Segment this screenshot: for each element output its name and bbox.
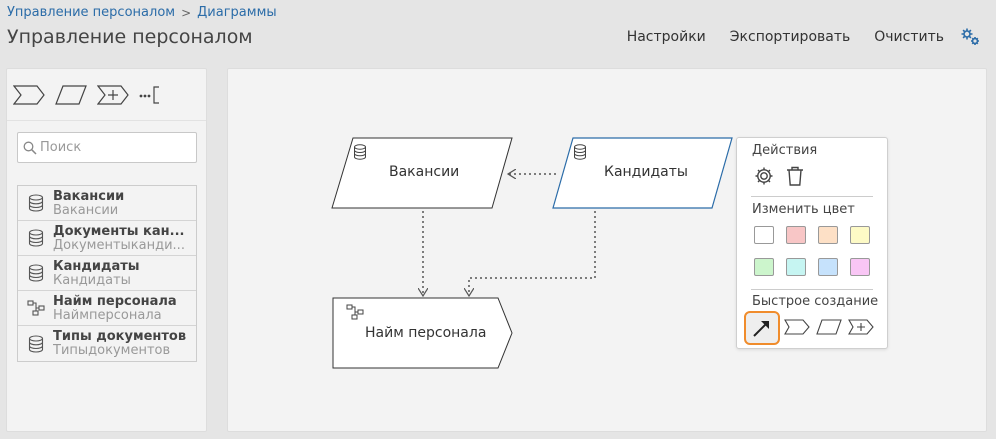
list-item-vacancies[interactable]: Вакансии Вакансии — [18, 186, 196, 221]
breadcrumb-separator: > — [181, 5, 192, 20]
breadcrumb-item-hr[interactable]: Управление персоналом — [7, 5, 176, 20]
list-item-name: Найм персонала — [53, 293, 177, 309]
color-swatch-green[interactable] — [754, 258, 774, 276]
color-swatch-cyan[interactable] — [786, 258, 806, 276]
list-item-sub: Документыканди... — [53, 238, 185, 253]
quick-create-chevron-plus-icon[interactable] — [848, 319, 874, 335]
search-icon — [23, 141, 37, 155]
node-vacancies-label[interactable]: Вакансии — [389, 164, 460, 180]
quick-create-parallelogram-icon[interactable] — [816, 319, 842, 335]
database-icon — [26, 334, 46, 353]
clear-button[interactable]: Очистить — [874, 29, 944, 45]
database-icon — [26, 194, 46, 212]
page-title: Управление персоналом — [7, 26, 253, 48]
node-candidates-label[interactable]: Кандидаты — [604, 164, 688, 180]
quick-create-connector-button[interactable] — [744, 311, 780, 345]
divider — [751, 289, 873, 290]
chevron-shape-icon[interactable] — [13, 84, 45, 105]
list-item-document-types[interactable]: Типы документов Типыдокументов — [18, 326, 196, 361]
gears-icon[interactable] — [960, 26, 982, 48]
database-icon — [353, 144, 367, 164]
node-hiring-shape — [332, 297, 513, 369]
color-swatch-white[interactable] — [754, 226, 774, 244]
list-item-text: Найм персонала Наймперсонала — [53, 294, 188, 323]
database-icon — [26, 264, 46, 282]
list-item-text: Типы документов Типыдокументов — [53, 329, 188, 358]
quick-create-title: Быстрое создание — [752, 294, 879, 309]
diagram-svg — [331, 137, 733, 369]
list-item-name: Документы кан... — [53, 223, 185, 239]
list-item-name: Кандидаты — [53, 258, 140, 274]
list-item-name: Вакансии — [53, 188, 125, 204]
chevron-plus-shape-icon[interactable] — [97, 84, 129, 105]
breadcrumb: Управление персоналом > Диаграммы — [7, 5, 277, 20]
quick-create-chevron-icon[interactable] — [784, 319, 810, 335]
sidebar: Поиск Вакансии Вакансии Документы кан...… — [6, 68, 207, 432]
list-item-name: Типы документов — [53, 329, 187, 344]
breadcrumb-item-diagrams[interactable]: Диаграммы — [197, 5, 277, 20]
list-item-hiring[interactable]: Найм персонала Наймперсонала — [18, 291, 196, 326]
color-swatch-orange[interactable] — [818, 226, 838, 244]
connector-candidates-hiring — [469, 211, 596, 296]
color-swatch-pink[interactable] — [850, 258, 870, 276]
color-swatch-red[interactable] — [786, 226, 806, 244]
change-color-title: Изменить цвет — [752, 202, 855, 217]
actions-panel: Действия Изменить цвет Быстрое создание — [736, 137, 888, 349]
divider — [751, 196, 873, 197]
list-item-sub: Наймперсонала — [53, 308, 162, 323]
color-swatch-yellow[interactable] — [850, 226, 870, 244]
export-button[interactable]: Экспортировать — [729, 29, 851, 45]
database-icon — [573, 144, 587, 164]
parallelogram-shape-icon[interactable] — [55, 84, 87, 105]
settings-gear-icon[interactable] — [753, 165, 775, 187]
node-candidates-shape — [552, 137, 733, 209]
process-icon — [26, 300, 46, 316]
node-vacancies-shape — [331, 137, 513, 209]
color-swatch-blue[interactable] — [818, 258, 838, 276]
shape-toolbar — [7, 69, 206, 121]
process-icon — [346, 304, 364, 324]
list-item-text: Вакансии Вакансии — [53, 189, 188, 218]
list-item-text: Документы кан... Документыканди... — [53, 224, 188, 253]
node-hiring-label[interactable]: Найм персонала — [365, 325, 487, 341]
entity-list: Вакансии Вакансии Документы кан... Докум… — [17, 185, 197, 362]
actions-title: Действия — [752, 143, 818, 158]
list-item-sub: Кандидаты — [53, 273, 131, 288]
search-input[interactable]: Поиск — [17, 132, 197, 163]
more-bracket-icon[interactable] — [139, 85, 163, 105]
list-item-sub: Типыдокументов — [53, 344, 171, 358]
arrow-icon — [753, 321, 769, 337]
list-item-sub: Вакансии — [53, 203, 119, 218]
header-actions: Настройки Экспортировать Очистить — [603, 26, 982, 48]
list-item-text: Кандидаты Кандидаты — [53, 259, 188, 288]
list-item-documents[interactable]: Документы кан... Документыканди... — [18, 221, 196, 256]
settings-button[interactable]: Настройки — [626, 29, 706, 45]
list-item-candidates[interactable]: Кандидаты Кандидаты — [18, 256, 196, 291]
search-placeholder: Поиск — [40, 140, 82, 155]
trash-icon[interactable] — [785, 165, 805, 187]
database-icon — [26, 229, 46, 247]
